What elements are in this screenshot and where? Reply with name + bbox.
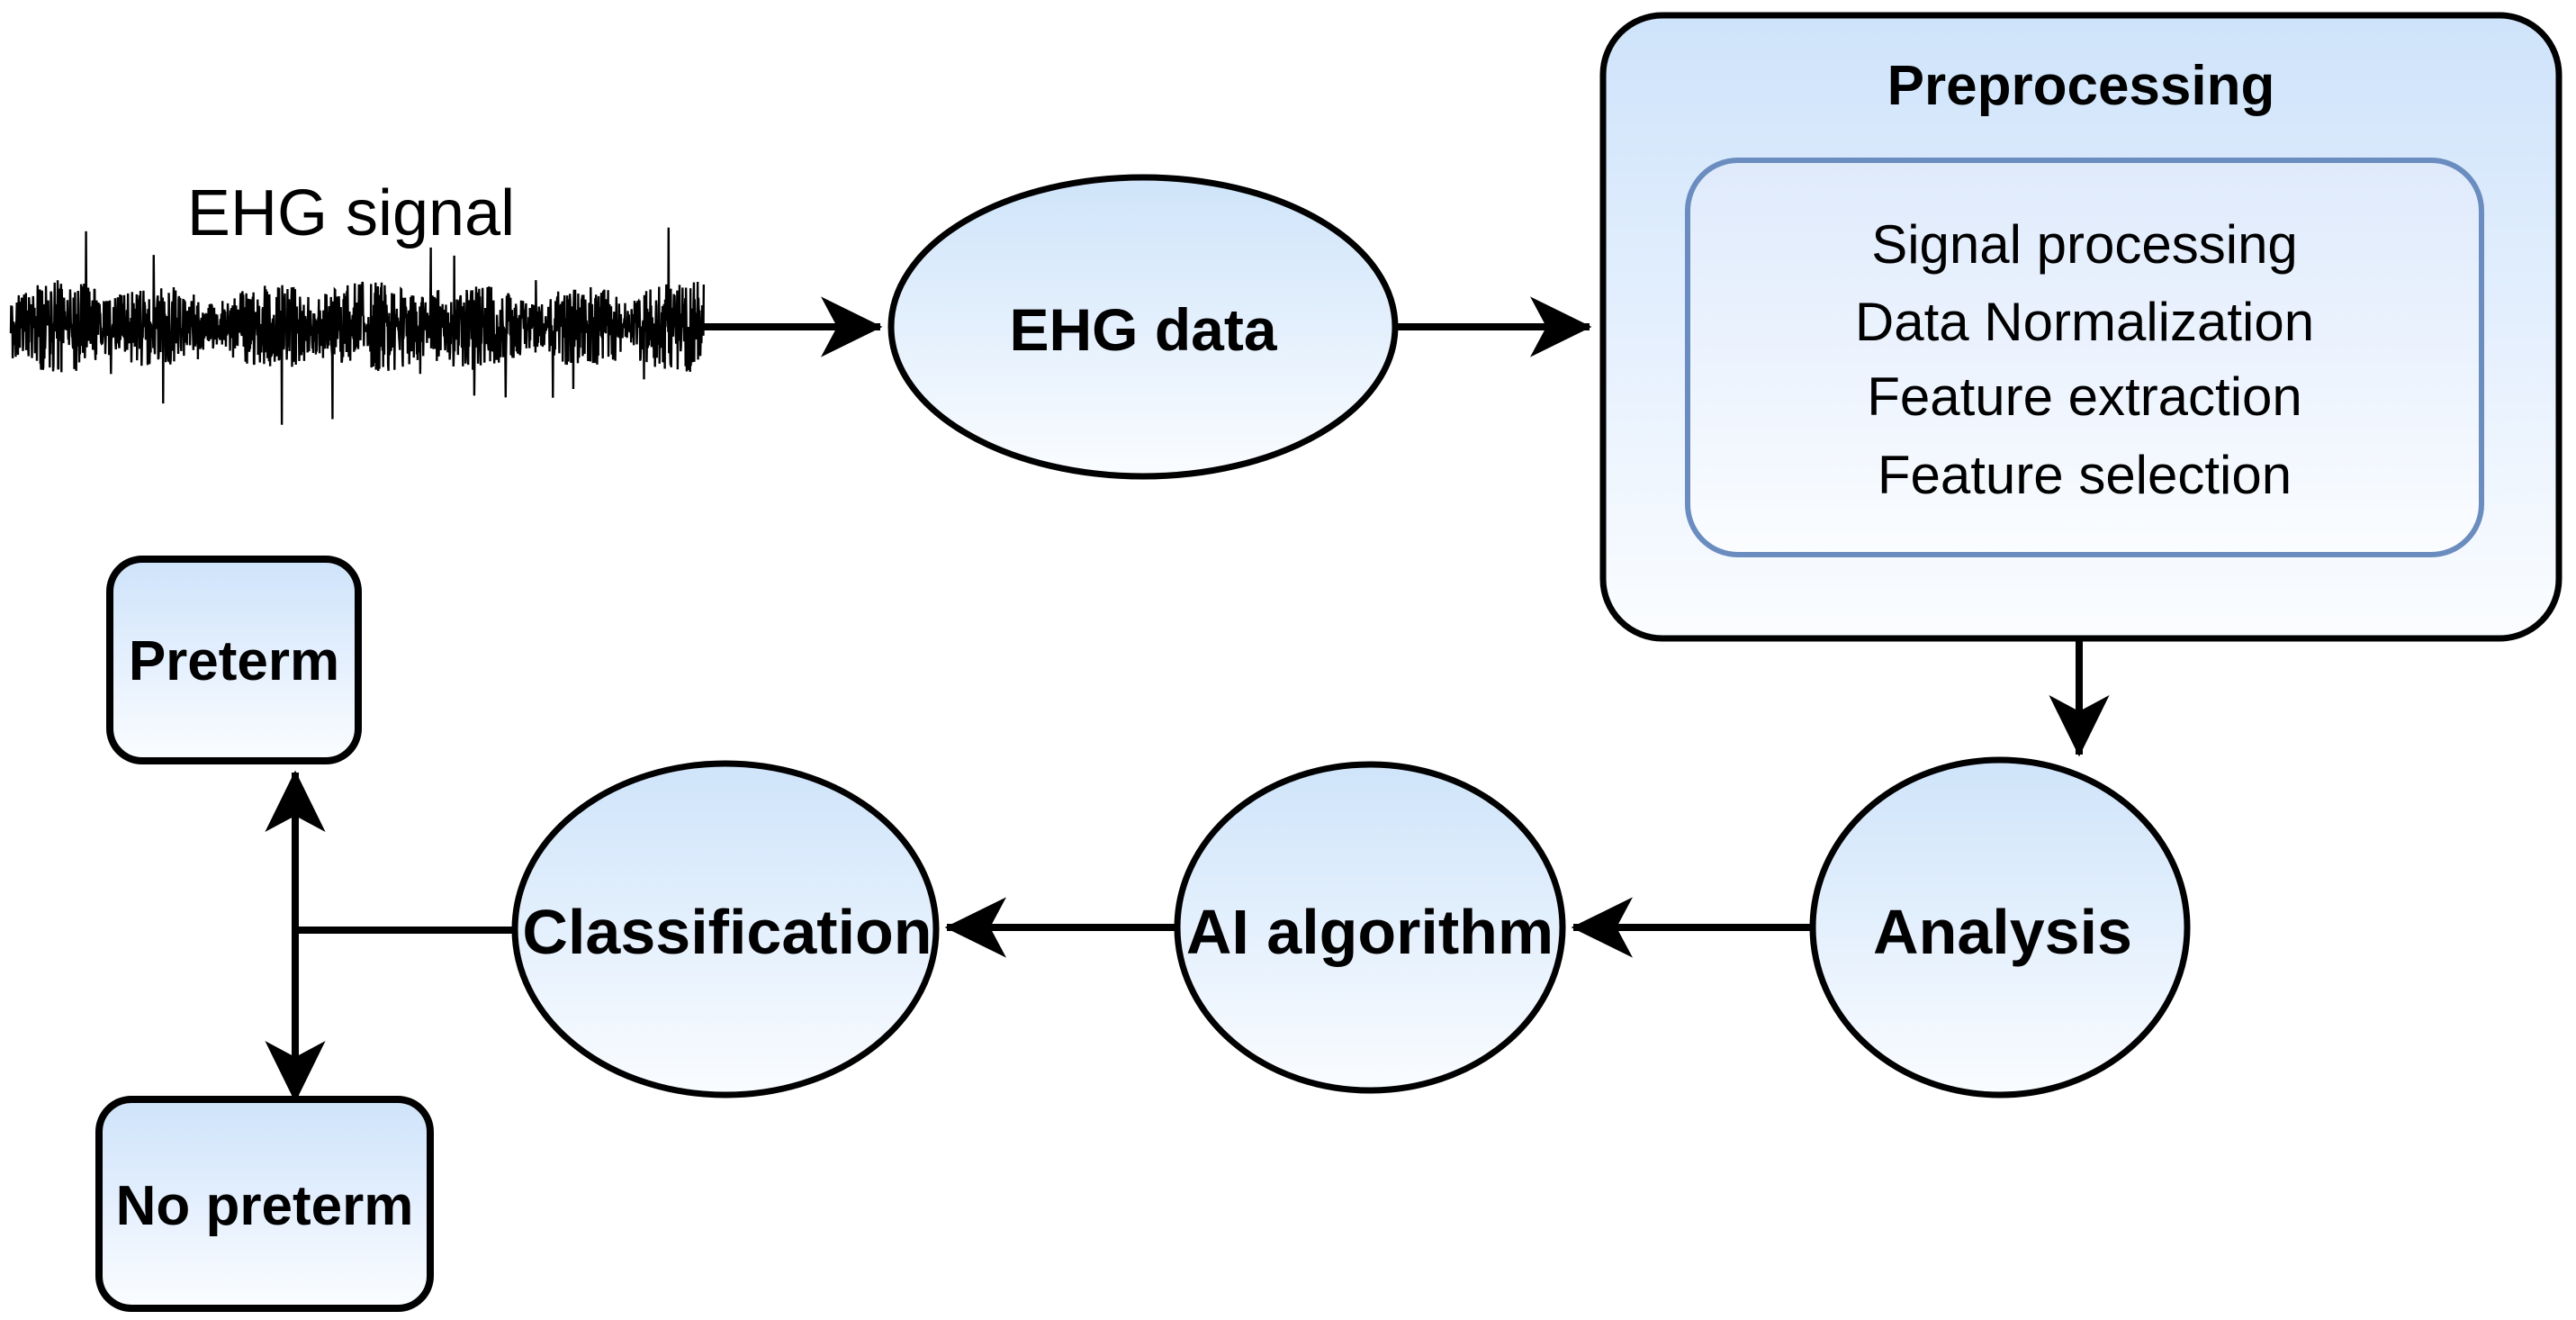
node-preterm[interactable] bbox=[106, 556, 362, 764]
node-classification[interactable] bbox=[511, 760, 940, 1098]
node-analysis[interactable] bbox=[1809, 756, 2191, 1098]
node-ai-algorithm[interactable] bbox=[1174, 761, 1566, 1094]
ehg-waveform-icon bbox=[9, 227, 706, 425]
node-ehg-data[interactable] bbox=[887, 174, 1399, 480]
node-no-preterm[interactable] bbox=[95, 1096, 434, 1312]
preprocessing-steps-box bbox=[1685, 158, 2484, 557]
